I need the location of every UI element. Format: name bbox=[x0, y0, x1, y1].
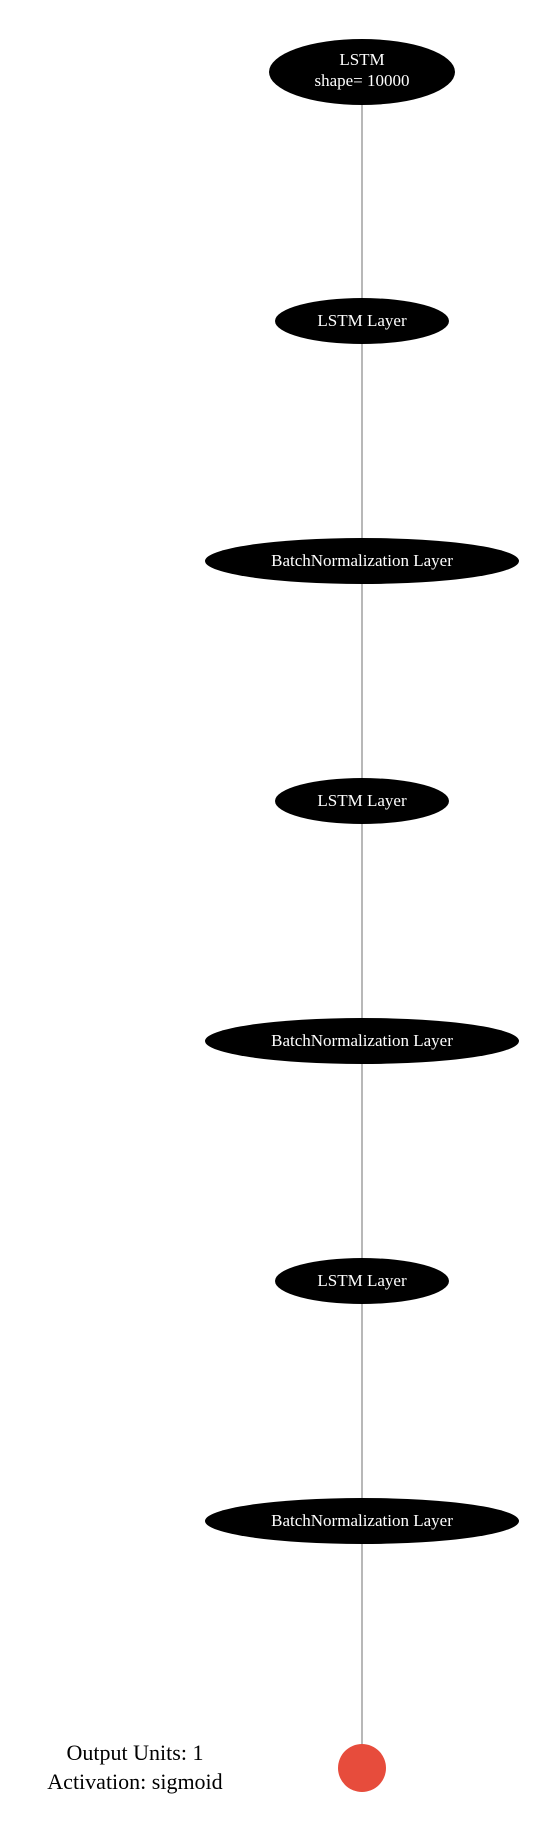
node-label: BatchNormalization Layer bbox=[271, 551, 453, 570]
node-shape-label: shape= 10000 bbox=[314, 71, 409, 90]
node-label: LSTM bbox=[339, 50, 384, 69]
node-shape bbox=[269, 39, 455, 105]
node-shape bbox=[275, 778, 449, 824]
node-label: BatchNormalization Layer bbox=[271, 1511, 453, 1530]
node-label: LSTM Layer bbox=[317, 1271, 407, 1290]
node-shape bbox=[275, 1258, 449, 1304]
output-units-label: Output Units: 1 bbox=[67, 1740, 204, 1765]
node-output bbox=[338, 1744, 386, 1792]
node-batchnorm-layer-2: BatchNormalization Layer bbox=[205, 1018, 519, 1064]
node-label: BatchNormalization Layer bbox=[271, 1031, 453, 1050]
node-shape bbox=[275, 298, 449, 344]
node-lstm-layer-1: LSTM Layer bbox=[275, 298, 449, 344]
node-shape bbox=[205, 538, 519, 584]
node-batchnorm-layer-1: BatchNormalization Layer bbox=[205, 538, 519, 584]
node-shape bbox=[205, 1018, 519, 1064]
node-input-lstm: LSTM shape= 10000 bbox=[269, 39, 455, 105]
node-lstm-layer-3: LSTM Layer bbox=[275, 1258, 449, 1304]
node-shape bbox=[205, 1498, 519, 1544]
node-lstm-layer-2: LSTM Layer bbox=[275, 778, 449, 824]
output-node-circle bbox=[338, 1744, 386, 1792]
node-batchnorm-layer-3: BatchNormalization Layer bbox=[205, 1498, 519, 1544]
node-label: LSTM Layer bbox=[317, 791, 407, 810]
output-activation-label: Activation: sigmoid bbox=[47, 1769, 222, 1794]
node-label: LSTM Layer bbox=[317, 311, 407, 330]
